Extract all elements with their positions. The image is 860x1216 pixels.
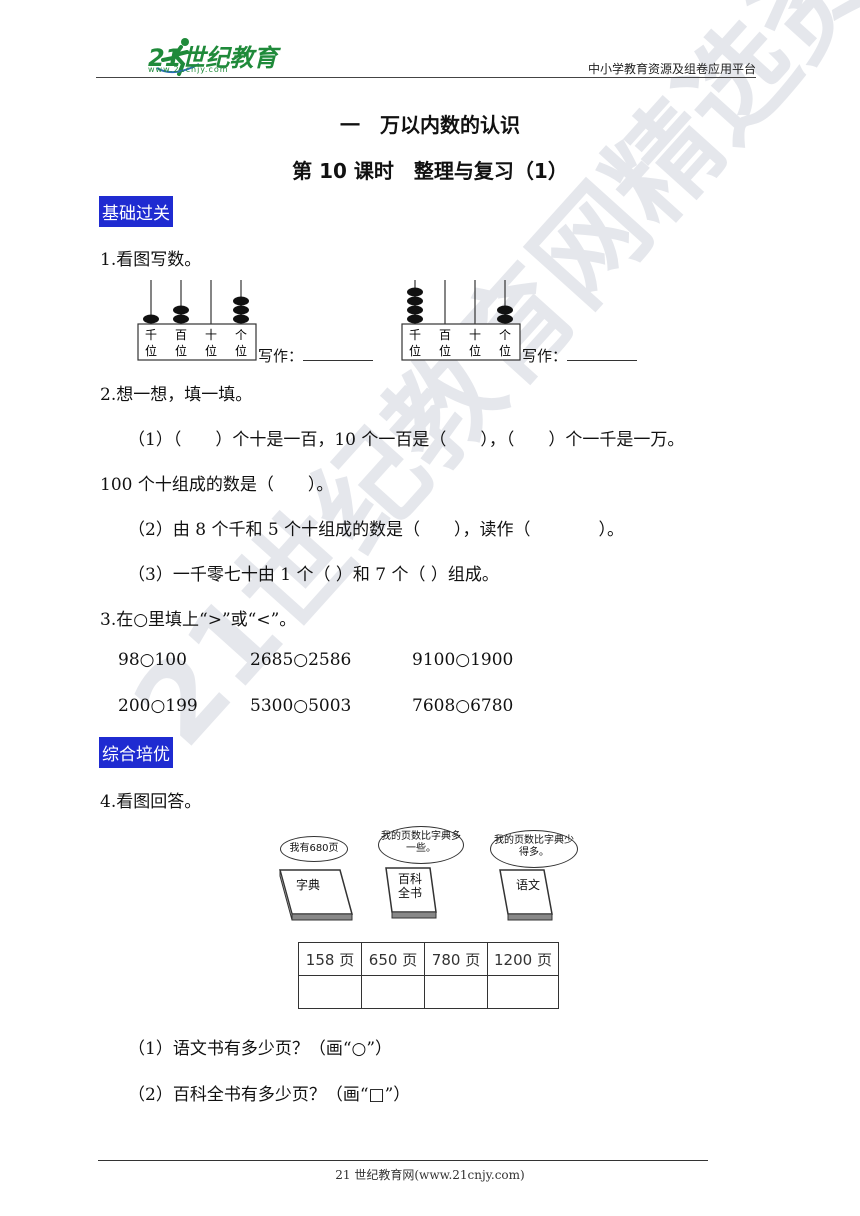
abacus-bead bbox=[497, 305, 513, 315]
q2-line4: （3）一千零七十由 1 个（ ）和 7 个（ ）组成。 bbox=[128, 565, 499, 585]
book-chinese-icon bbox=[499, 869, 553, 921]
abacus-bead bbox=[233, 305, 249, 315]
abacus-place-label: 位 bbox=[439, 343, 451, 358]
answer-blank-left[interactable] bbox=[303, 346, 374, 361]
abacus-place-label: 位 bbox=[175, 343, 187, 358]
header-right-text: 中小学教育资源及组卷应用平台 bbox=[587, 62, 756, 76]
q2-prompt: 2.想一想，填一填。 bbox=[100, 385, 253, 405]
option-cell: 780 页 bbox=[424, 942, 488, 976]
section-tag-advanced: 综合培优 bbox=[99, 737, 173, 768]
abacus-frame bbox=[137, 323, 257, 361]
q4-sub1: （1）语文书有多少页？（画“○”） bbox=[128, 1039, 393, 1059]
option-cell: 650 页 bbox=[361, 942, 425, 976]
q3-item[interactable]: 98○100 bbox=[118, 650, 187, 670]
abacus-place-label: 位 bbox=[205, 343, 217, 358]
abacus-place-label: 个 bbox=[235, 328, 247, 342]
abacus-bead bbox=[407, 305, 423, 315]
book-dictionary-icon bbox=[279, 869, 353, 921]
write-label-right: 写作： bbox=[522, 345, 638, 366]
logo-text: 21世纪教育 bbox=[148, 44, 278, 72]
speech-bubble-encyclopedia: 我的页数比字典多一些。 bbox=[378, 826, 464, 864]
option-cell: 1200 页 bbox=[487, 942, 559, 976]
book-label-encyclopedia: 百科全书 bbox=[398, 872, 423, 900]
q1-prompt: 1.看图写数。 bbox=[100, 250, 202, 270]
answer-blank-right[interactable] bbox=[567, 346, 638, 361]
write-label-left: 写作： bbox=[258, 345, 374, 366]
logo-url: www.21cnjy.com bbox=[148, 65, 229, 74]
abacus-place-label: 位 bbox=[235, 343, 247, 358]
q3-item[interactable]: 5300○5003 bbox=[250, 696, 352, 716]
q2-line2: 100 个十组成的数是（ ）。 bbox=[100, 475, 334, 495]
abacus-bead bbox=[143, 314, 159, 324]
page-options-table: 158 页 650 页 780 页 1200 页 bbox=[298, 942, 559, 1009]
abacus-place-label: 千 bbox=[409, 328, 421, 342]
q3-item[interactable]: 200○199 bbox=[118, 696, 198, 716]
abacus-place-label: 位 bbox=[409, 343, 421, 358]
logo-runner-icon bbox=[156, 38, 200, 76]
q2-line3: （2）由 8 个千和 5 个十组成的数是（ ），读作（ ）。 bbox=[128, 520, 625, 540]
answer-cell[interactable] bbox=[361, 975, 425, 1009]
q2-line1: （1）（ ）个十是一百，10 个一百是（ ），（ ）个一千是一万。 bbox=[128, 430, 685, 450]
abacus-place-label: 位 bbox=[469, 343, 481, 358]
answer-cell[interactable] bbox=[487, 975, 559, 1009]
book-encyclopedia-icon bbox=[385, 867, 437, 919]
header-divider bbox=[96, 77, 756, 78]
book-label-dictionary: 字典 bbox=[296, 878, 321, 892]
abacus-place-label: 位 bbox=[499, 343, 511, 358]
answer-cell[interactable] bbox=[424, 975, 488, 1009]
abacus-frame bbox=[401, 323, 521, 361]
answer-cell[interactable] bbox=[298, 975, 362, 1009]
abacus-bead bbox=[233, 314, 249, 324]
q3-item[interactable]: 2685○2586 bbox=[250, 650, 352, 670]
abacus-bead bbox=[407, 296, 423, 306]
q3-item[interactable]: 7608○6780 bbox=[412, 696, 514, 716]
abacus-bead bbox=[233, 296, 249, 306]
q4-prompt: 4.看图回答。 bbox=[100, 792, 202, 812]
abacus-place-label: 百 bbox=[439, 328, 451, 342]
speech-bubble-dictionary: 我有680页 bbox=[280, 836, 348, 862]
q3-item[interactable]: 9100○1900 bbox=[412, 650, 514, 670]
abacus-place-label: 十 bbox=[469, 328, 481, 342]
section-tag-basic: 基础过关 bbox=[99, 196, 173, 227]
lesson-title: 第 10 课时 整理与复习（1） bbox=[292, 159, 568, 183]
footer-divider bbox=[98, 1160, 708, 1161]
q3-prompt: 3.在○里填上“>”或“<”。 bbox=[100, 610, 297, 630]
abacus-place-label: 十 bbox=[205, 328, 217, 342]
abacus-place-label: 百 bbox=[175, 328, 187, 342]
abacus-bead bbox=[497, 314, 513, 324]
book-label-chinese: 语文 bbox=[516, 878, 541, 892]
abacus-place-label: 千 bbox=[145, 328, 157, 342]
chapter-title: 一 万以内数的认识 bbox=[340, 113, 520, 137]
abacus-bead bbox=[407, 287, 423, 297]
abacus-bead bbox=[407, 314, 423, 324]
option-cell: 158 页 bbox=[298, 942, 362, 976]
abacus-bead bbox=[173, 314, 189, 324]
abacus-place-label: 个 bbox=[499, 328, 511, 342]
abacus-place-label: 位 bbox=[145, 343, 157, 358]
q4-sub2: （2）百科全书有多少页？（画“□”） bbox=[128, 1085, 411, 1105]
footer-text: 21 世纪教育网(www.21cnjy.com) bbox=[335, 1168, 525, 1182]
abacus-bead bbox=[173, 305, 189, 315]
speech-bubble-chinese: 我的页数比字典少得多。 bbox=[490, 830, 578, 868]
